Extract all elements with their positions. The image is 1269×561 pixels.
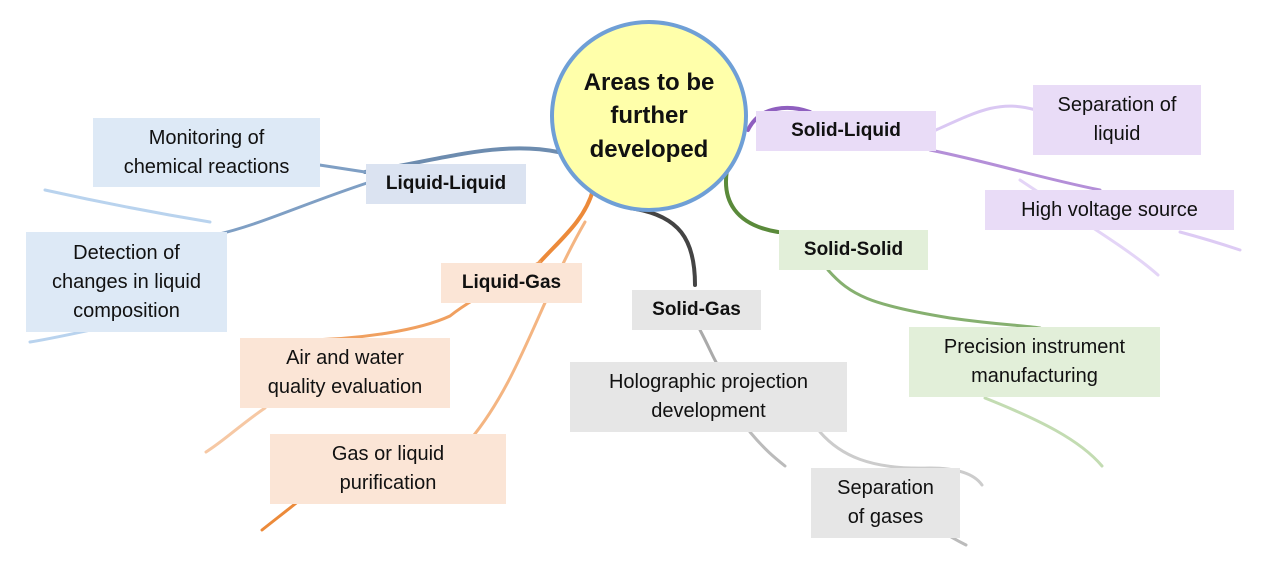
leaf-line: composition (73, 299, 180, 322)
connector-tail-holographic (748, 430, 787, 468)
connector-tail-precision (983, 396, 1104, 468)
branch-liquid-liquid: Liquid-Liquid (366, 164, 526, 204)
leaf-line: changes in liquid (52, 270, 201, 293)
leaf-line: Separation of (1057, 94, 1177, 116)
central-topic-line: developed (589, 135, 709, 163)
leaf-line: chemical reactions (123, 155, 290, 178)
central-topic-line: further (610, 102, 688, 130)
connector-solid-liquid-separation (934, 104, 1038, 132)
leaf-line: Separation (837, 477, 934, 499)
branch-liquid-gas: Liquid-Gas (441, 263, 582, 303)
connector-tail-purification (260, 498, 302, 532)
leaf-monitoring-chemical-reactions: Monitoring of chemical reactions (93, 118, 320, 187)
leaf-line: Gas or liquid (331, 443, 445, 465)
leaf-line: High voltage source (1021, 198, 1198, 221)
leaf-gas-liquid-purification: Gas or liquid purification (270, 434, 506, 504)
leaf-precision-instrument: Precision instrument manufacturing (909, 327, 1160, 397)
connector-solid-solid-precision (826, 268, 1042, 330)
leaf-holographic-projection: Holographic projection development (570, 362, 847, 432)
leaf-line: Detection of (73, 241, 180, 264)
leaf-line: Holographic projection (608, 371, 808, 393)
connector-liquid-liquid-detection (213, 180, 372, 237)
leaf-line: development (651, 400, 766, 422)
connector-tail-high-voltage (1178, 230, 1242, 252)
branch-label: Liquid-Liquid (385, 173, 507, 195)
leaf-line: manufacturing (971, 365, 1098, 387)
central-topic: Areas to be further developed (550, 20, 748, 212)
leaf-line: liquid (1093, 123, 1141, 145)
branch-solid-gas: Solid-Gas (632, 290, 761, 330)
leaf-line: Precision instrument (943, 336, 1126, 358)
leaf-detection-liquid-composition: Detection of changes in liquid compositi… (26, 232, 227, 332)
connector-tail-monitoring (43, 188, 212, 224)
leaf-line: purification (339, 472, 437, 494)
connector-liquid-gas-purification (468, 220, 587, 442)
connector-center-solid-liquid (746, 106, 812, 132)
connector-center-solid-solid (724, 168, 780, 234)
connector-solid-liquid-high-voltage (928, 148, 1102, 192)
branch-label: Solid-Solid (803, 239, 904, 261)
connector-tail-air (204, 406, 267, 454)
leaf-high-voltage-source: High voltage source (985, 190, 1234, 230)
branch-solid-liquid: Solid-Liquid (756, 111, 936, 151)
leaf-line: Monitoring of (148, 126, 265, 149)
leaf-line: of gases (847, 506, 924, 528)
leaf-line: quality evaluation (267, 376, 423, 398)
connector-center-liquid-gas (538, 188, 595, 264)
leaf-separation-of-liquid: Separation of liquid (1033, 85, 1201, 155)
leaf-air-water-quality: Air and water quality evaluation (240, 338, 450, 408)
branch-label: Liquid-Gas (461, 272, 562, 294)
central-topic-line: Areas to be (583, 68, 715, 96)
connector-center-solid-gas (628, 206, 697, 287)
branch-label: Solid-Gas (652, 299, 741, 321)
branch-solid-solid: Solid-Solid (779, 230, 928, 270)
leaf-line: Air and water (286, 347, 404, 369)
leaf-separation-of-gases: Separation of gases (811, 468, 960, 538)
branch-label: Solid-Liquid (791, 120, 901, 142)
connector-solid-gas-holographic (698, 328, 718, 364)
